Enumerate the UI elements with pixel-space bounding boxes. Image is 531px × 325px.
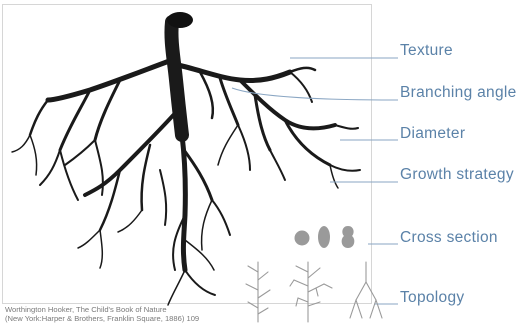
label-diameter: Diameter bbox=[400, 125, 465, 143]
topology-icons bbox=[246, 262, 382, 322]
label-topology: Topology bbox=[400, 289, 464, 307]
label-branching-angle: Branching angle bbox=[400, 84, 517, 102]
cross-section-ellipse-icon bbox=[318, 226, 330, 248]
source-caption-line-2: (New York:Harper & Brothers, Franklin Sq… bbox=[5, 314, 199, 323]
label-growth-strategy: Growth strategy bbox=[400, 166, 514, 184]
source-caption-line-1: Worthington Hooker, The Child's Book of … bbox=[5, 305, 167, 314]
topology-branched-icon bbox=[290, 262, 332, 322]
trunk-cut-end bbox=[167, 12, 193, 28]
cross-section-icons bbox=[295, 226, 355, 248]
topology-dichotomous-icon bbox=[350, 262, 382, 318]
topology-herringbone-icon bbox=[246, 262, 270, 322]
label-texture: Texture bbox=[400, 42, 453, 60]
cross-section-lobed-icon bbox=[342, 226, 355, 248]
label-cross-section: Cross section bbox=[400, 229, 498, 247]
cross-section-circle-icon bbox=[295, 231, 310, 246]
